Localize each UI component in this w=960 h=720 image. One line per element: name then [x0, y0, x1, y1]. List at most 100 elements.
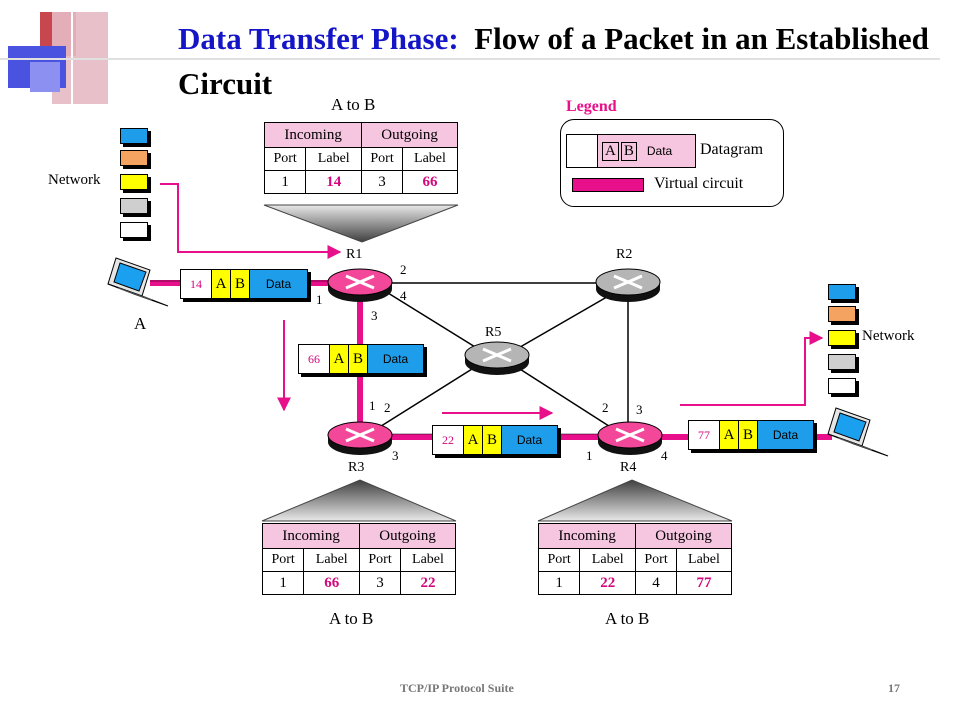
legend-datagram-sample: A B Data — [566, 134, 696, 168]
table-r4-out-port: 4 — [635, 571, 677, 595]
title-part-1: Data Transfer Phase: — [178, 21, 459, 56]
table-r3-incoming: Incoming — [261, 523, 361, 549]
packet-data: Data — [368, 345, 423, 373]
table-r4-caption: A to B — [605, 609, 650, 628]
table-r1-label-h2: Label — [401, 147, 459, 171]
port-r1-1: 1 — [316, 292, 323, 307]
network-stack-icon — [828, 378, 856, 394]
table-r3-in-port: 1 — [261, 571, 305, 595]
table-r4-incoming: Incoming — [537, 523, 637, 549]
router-icon — [597, 421, 663, 455]
table-r1-port-h1: Port — [263, 147, 307, 171]
table-r3-out-port: 3 — [359, 571, 401, 595]
table-r3-port-h2: Port — [359, 548, 401, 572]
network-stack-icon — [120, 150, 148, 166]
table-r4-outgoing: Outgoing — [635, 523, 732, 549]
table-r1-label-h1: Label — [305, 147, 363, 171]
table-r1-in-label: 14 — [305, 170, 363, 194]
packet-label: 66 — [299, 345, 330, 373]
laptop-icon — [827, 407, 889, 457]
network-stack-icon — [828, 306, 856, 322]
table-r4-port-h1: Port — [537, 548, 581, 572]
legend-title: Legend — [566, 98, 617, 115]
port-r1-2: 2 — [400, 262, 407, 277]
router-icon — [595, 268, 661, 302]
link-r1-r5 — [387, 292, 481, 351]
port-r4-4: 4 — [661, 448, 668, 463]
packet-label: 77 — [689, 421, 720, 449]
router-icon — [464, 341, 530, 375]
table-r3-caption: A to B — [329, 609, 374, 628]
footer-left: TCP/IP Protocol Suite — [400, 681, 514, 695]
arrow-r4-to-network — [680, 331, 824, 406]
table-r1-caption: A to B — [331, 95, 376, 114]
arrow-network-to-r1 — [160, 183, 342, 259]
packet-data: Data — [502, 426, 557, 454]
router-label-r5: R5 — [485, 325, 502, 340]
table-r4-label-h2: Label — [675, 548, 733, 572]
port-r3-1: 1 — [369, 398, 376, 413]
table-r3-out-label: 22 — [399, 571, 457, 595]
packet-b: B — [483, 426, 502, 454]
packet-b: B — [349, 345, 368, 373]
table-r1-port-h2: Port — [361, 147, 403, 171]
router-label-r3: R3 — [348, 460, 365, 475]
packet-a: A — [720, 421, 739, 449]
network-stack-icon — [828, 354, 856, 370]
funnel-r4 — [537, 479, 733, 522]
legend-vc-swatch — [572, 178, 644, 192]
table-r4-in-port: 1 — [537, 571, 581, 595]
router-icon — [327, 421, 393, 455]
packet-14: 14 A B Data — [180, 269, 308, 299]
legend-datagram-data: Data — [646, 144, 673, 158]
network-label-left: Network — [48, 172, 101, 188]
table-r1-out-label: 66 — [401, 170, 459, 194]
decor-line-h — [0, 58, 940, 60]
table-r3-label-h2: Label — [399, 548, 457, 572]
funnel-r3 — [261, 479, 457, 522]
table-r4-in-label: 22 — [579, 571, 637, 595]
port-r1-4: 4 — [400, 288, 407, 303]
port-r3-3: 3 — [392, 448, 399, 463]
port-r1-3: 3 — [371, 308, 378, 323]
legend-vc-label: Virtual circuit — [654, 175, 744, 192]
network-label-right: Network — [862, 328, 915, 344]
table-r1-outgoing: Outgoing — [361, 122, 458, 148]
network-stack-icon — [828, 330, 856, 346]
packet-77: 77 A B Data — [688, 420, 814, 450]
host-label-a: A — [134, 314, 147, 333]
router-label-r4: R4 — [620, 460, 637, 475]
packet-data: Data — [758, 421, 813, 449]
packet-66: 66 A B Data — [298, 344, 424, 374]
link-r3-r5 — [377, 363, 481, 429]
port-r4-3: 3 — [636, 402, 643, 417]
network-stack-icon — [120, 222, 148, 238]
packet-a: A — [330, 345, 349, 373]
legend-datagram-a: A — [602, 141, 619, 161]
table-r4-label-h1: Label — [579, 548, 637, 572]
network-stack-icon — [828, 284, 856, 300]
footer-page: 17 — [888, 681, 900, 695]
legend-datagram-b: B — [620, 141, 637, 161]
network-stack-icon — [120, 128, 148, 144]
packet-a: A — [212, 270, 231, 298]
router-label-r1: R1 — [346, 247, 363, 262]
packet-22: 22 A B Data — [432, 425, 558, 455]
title-part-2: Flow of a Packet in an Established Circu… — [178, 21, 929, 101]
network-stack-icon — [120, 174, 148, 190]
table-r3-label-h1: Label — [303, 548, 361, 572]
network-stack-icon — [120, 198, 148, 214]
page-title: Data Transfer Phase: Flow of a Packet in… — [178, 16, 938, 106]
packet-a: A — [464, 426, 483, 454]
packet-label: 22 — [433, 426, 464, 454]
table-r4-out-label: 77 — [675, 571, 733, 595]
table-r3-port-h1: Port — [261, 548, 305, 572]
table-r3-in-label: 66 — [303, 571, 361, 595]
port-r4-1: 1 — [586, 448, 593, 463]
table-r1-incoming: Incoming — [263, 122, 363, 148]
decor-square-light — [30, 62, 60, 92]
